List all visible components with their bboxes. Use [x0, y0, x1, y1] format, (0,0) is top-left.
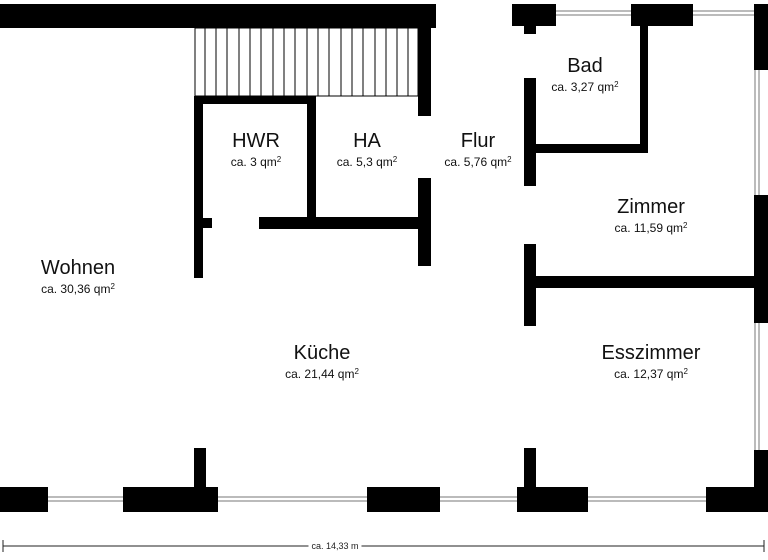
- room-label-esszimmer: Esszimmer ca. 12,37 qm2: [602, 342, 701, 381]
- window-right-2: [754, 323, 760, 450]
- dimension-line: [2, 540, 765, 552]
- window-bottom-3: [440, 496, 517, 502]
- area-exponent: 2: [276, 155, 282, 164]
- window-top-2: [693, 10, 755, 16]
- room-name: Wohnen: [40, 257, 116, 279]
- wall-flur-right-top: [524, 78, 536, 186]
- wall-hwr-left: [194, 96, 203, 278]
- room-label-hwr: HWR ca. 3 qm2: [231, 130, 281, 169]
- area-exponent: 2: [683, 221, 688, 230]
- window-bottom-2: [218, 496, 367, 502]
- wall-top-right-2: [524, 22, 536, 34]
- room-label-flur: Flur ca. 5,76 qm2: [444, 130, 511, 169]
- wall-zimmer-bottom: [524, 276, 768, 288]
- wall-ha-right-bottom: [418, 178, 431, 266]
- room-label-bad: Bad ca. 3,27 qm2: [551, 55, 618, 94]
- wall-hwr-ha: [307, 96, 316, 222]
- room-name: HWR: [232, 130, 280, 152]
- wall-bottom-pillar-2: [524, 448, 536, 512]
- room-label-ha: HA ca. 5,3 qm2: [337, 130, 397, 169]
- staircase: [194, 27, 419, 97]
- window-bottom-1: [48, 496, 123, 502]
- room-area: ca. 3,27 qm: [551, 80, 615, 94]
- area-exponent: 2: [392, 155, 398, 164]
- wall-bottom-1: [0, 487, 48, 512]
- room-name: Zimmer: [617, 196, 685, 218]
- area-exponent: 2: [614, 80, 619, 89]
- wall-bad-bottom: [524, 144, 647, 153]
- area-exponent: 2: [507, 155, 512, 164]
- window-bottom-4: [588, 496, 706, 502]
- area-exponent: 2: [110, 282, 115, 291]
- room-name: HA: [353, 130, 381, 152]
- room-name: Esszimmer: [601, 342, 701, 364]
- room-label-wohnen: Wohnen ca. 30,36 qm2: [41, 257, 115, 296]
- wall-hwr-left-stub: [194, 218, 212, 228]
- window-right-1: [754, 70, 760, 195]
- room-area: ca. 5,76 qm: [444, 155, 508, 169]
- room-name: Küche: [293, 342, 351, 364]
- window-top-1: [556, 10, 631, 16]
- room-name: Flur: [460, 130, 496, 152]
- wall-bottom-pillar-1: [194, 448, 206, 512]
- room-area: ca. 12,37 qm: [614, 367, 684, 381]
- wall-right-2: [754, 195, 768, 323]
- area-exponent: 2: [683, 367, 688, 376]
- wall-top-right-3: [631, 4, 693, 26]
- wall-ha-bottom: [259, 217, 431, 229]
- area-exponent: 2: [354, 367, 359, 376]
- wall-hwr-top: [194, 96, 316, 104]
- dimension-label: ca. 14,33 m: [308, 541, 362, 551]
- room-name: Bad: [567, 55, 603, 77]
- wall-top-left: [0, 4, 436, 28]
- room-area: ca. 11,59 qm: [614, 221, 684, 235]
- wall-right-1: [754, 4, 768, 70]
- room-area: ca. 3 qm: [230, 155, 277, 169]
- room-label-kueche: Küche ca. 21,44 qm2: [285, 342, 359, 381]
- room-area: ca. 5,3 qm: [336, 155, 393, 169]
- wall-bottom-3: [367, 487, 440, 512]
- wall-ha-right-top: [418, 28, 431, 116]
- room-label-zimmer: Zimmer ca. 11,59 qm2: [615, 196, 688, 235]
- room-area: ca. 21,44 qm: [285, 367, 355, 381]
- wall-bottom-5: [706, 487, 768, 512]
- room-area: ca. 30,36 qm: [41, 282, 111, 296]
- wall-bad-right: [640, 22, 648, 153]
- wall-top-right-1: [512, 4, 556, 26]
